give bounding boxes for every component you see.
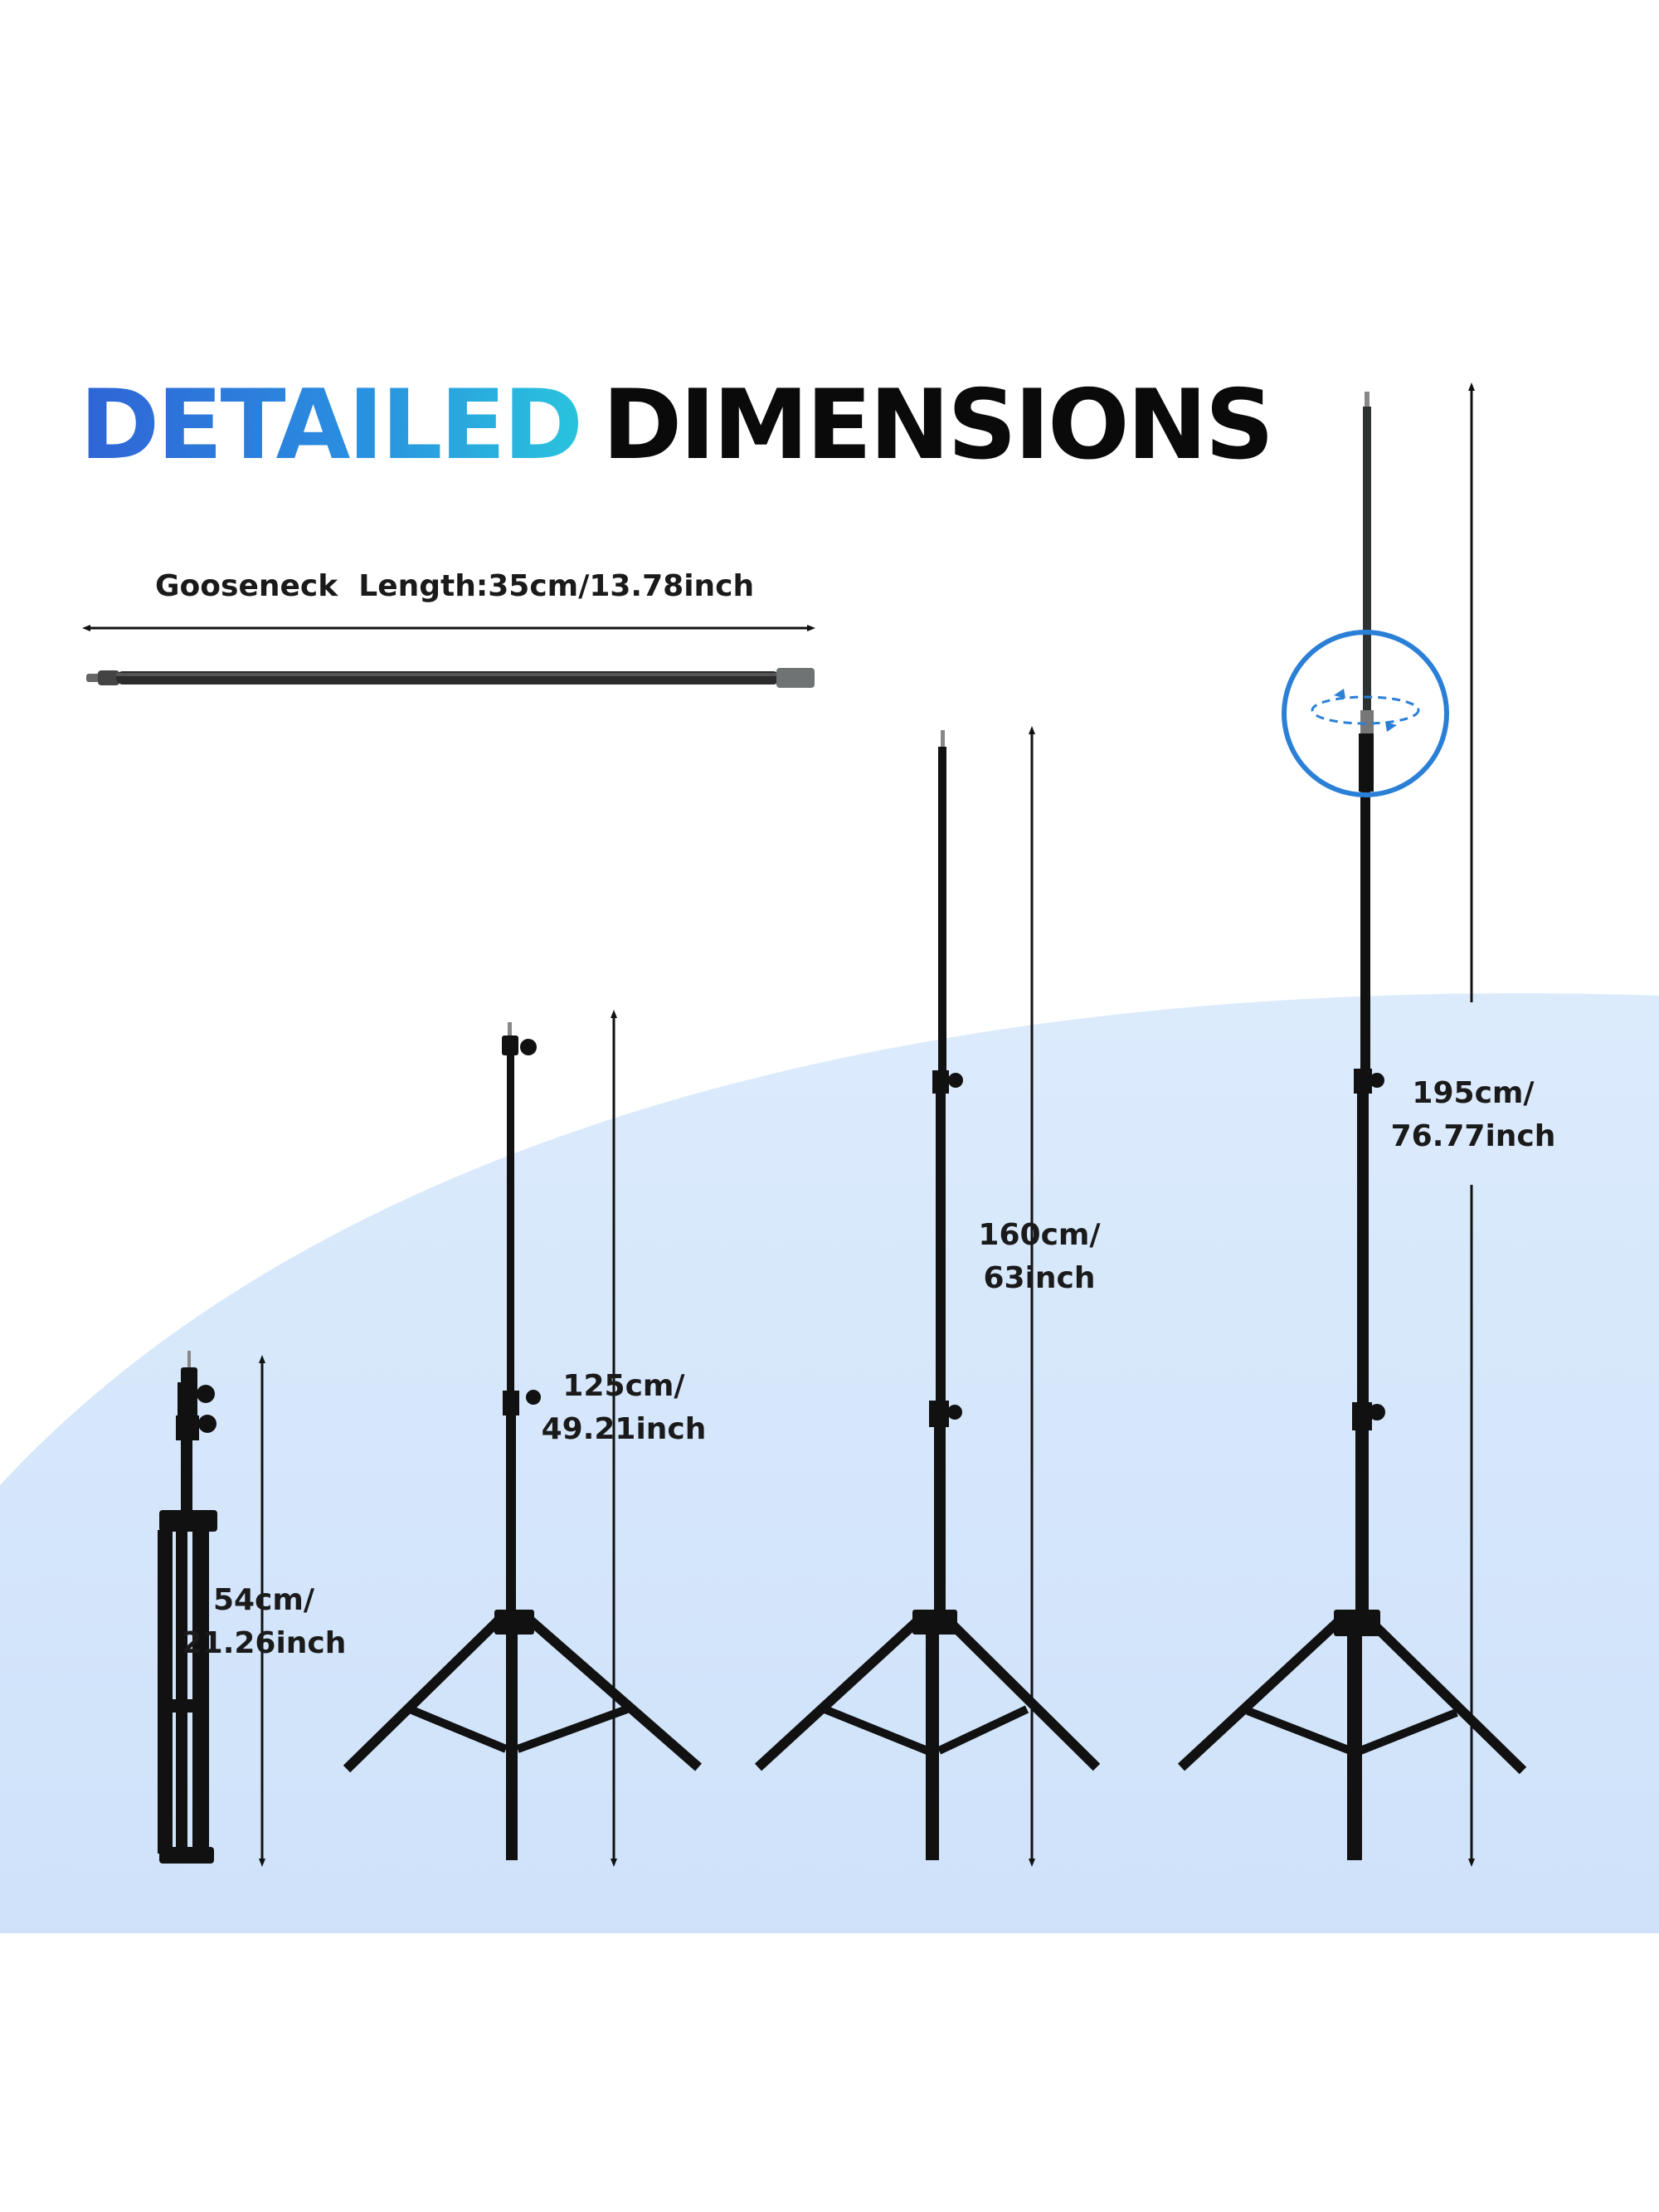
stand2-height-cm: 125cm/ <box>562 1369 685 1403</box>
stand1-height-inch: 21.26inch <box>181 1626 347 1661</box>
stand-125cm <box>343 1022 702 1860</box>
stand4-height-label: 195cm/ 76.77inch <box>1391 1072 1556 1158</box>
title-rest: DIMENSIONS <box>602 369 1274 481</box>
stand2-height-inch: 49.21inch <box>541 1412 707 1447</box>
stand-folded-54cm <box>158 1351 217 1864</box>
stand2-height-label: 125cm/ 49.21inch <box>542 1365 707 1451</box>
stand1-height-cm: 54cm/ <box>212 1583 315 1617</box>
stand-195cm <box>1177 392 1527 1860</box>
stand4-height-cm: 195cm/ <box>1412 1076 1535 1110</box>
stand3-height-cm: 160cm/ <box>978 1218 1101 1252</box>
title-highlight: DETAILED <box>80 369 583 481</box>
stand-160cm <box>754 730 1101 1860</box>
stand3-height-label: 160cm/ 63inch <box>978 1214 1100 1300</box>
rotation-indicator-icon <box>1282 630 1449 797</box>
stand4-height-inch: 76.77inch <box>1390 1119 1556 1154</box>
stand3-height-inch: 63inch <box>983 1261 1096 1296</box>
gooseneck-length-label: Gooseneck Length:35cm/13.78inch <box>155 569 755 603</box>
gooseneck-image <box>86 668 815 688</box>
stand1-height-label: 54cm/ 21.26inch <box>182 1579 347 1665</box>
